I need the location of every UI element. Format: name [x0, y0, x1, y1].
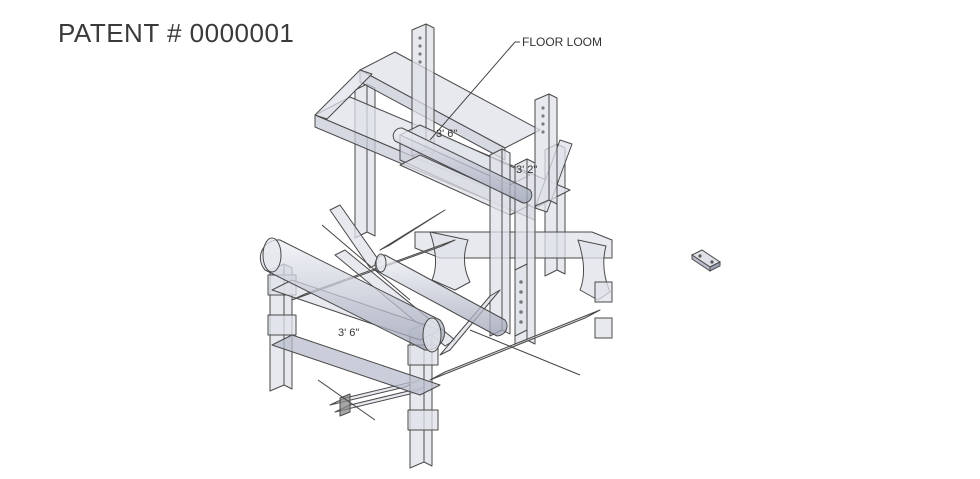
floor-loom-callout: FLOOR LOOM	[522, 35, 602, 49]
top-width-dimension: 3' 6"	[436, 128, 457, 140]
detail-part	[692, 250, 720, 271]
front-width-dimension: 3' 6"	[338, 327, 359, 339]
side-depth-dimension: 3' 2"	[516, 164, 537, 176]
right-post	[515, 264, 527, 336]
